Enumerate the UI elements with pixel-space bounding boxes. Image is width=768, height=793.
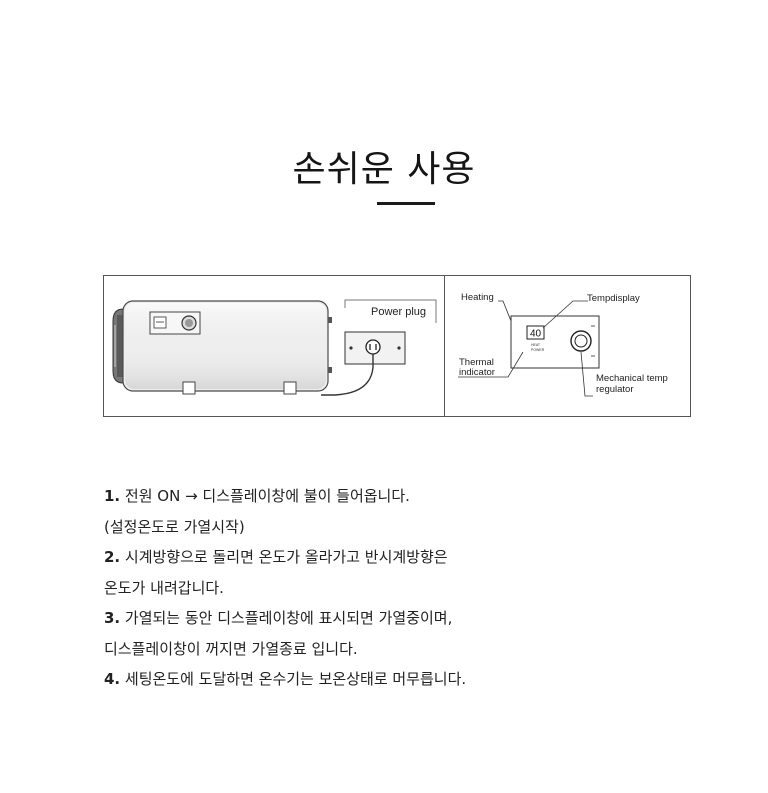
thermal-indicator-label-2: indicator xyxy=(459,367,495,378)
heating-label: Heating xyxy=(461,292,494,303)
step-text: 가열되는 동안 디스플레이창에 표시되면 가열중이며, xyxy=(120,609,453,627)
power-plug-callout: Power plug xyxy=(321,299,437,396)
heat-indicator-label: HEAT xyxy=(531,343,541,347)
step-number: 4. xyxy=(104,670,121,688)
step-number: 2. xyxy=(104,548,121,566)
step-number: 3. xyxy=(104,609,121,627)
control-panel-detail: 40 HEAT POWER xyxy=(510,315,600,369)
step-text: 시계방향으로 돌리면 온도가 올라가고 반시계방향은 xyxy=(120,548,448,566)
step-line: 2. 시계방향으로 돌리면 온도가 올라가고 반시계방향은 xyxy=(104,542,704,573)
step-line: (설정온도로 가열시작) xyxy=(104,512,704,543)
temp-display-readout: 40 xyxy=(530,329,542,340)
step-text: 전원 ON → 디스플레이창에 불이 들어옵니다. xyxy=(120,487,410,505)
power-plug-label: Power plug xyxy=(371,306,426,318)
product-diagram: Power plug 40 HEAT POWER Heating Tempdis… xyxy=(103,275,691,417)
power-indicator-label: POWER xyxy=(531,348,545,352)
title-underline xyxy=(377,202,435,205)
step-line: 3. 가열되는 동안 디스플레이창에 표시되면 가열중이며, xyxy=(104,603,704,634)
usage-steps: 1. 전원 ON → 디스플레이창에 불이 들어옵니다. (설정온도로 가열시작… xyxy=(104,481,704,695)
step-number: 1. xyxy=(104,487,121,505)
power-outlet xyxy=(344,331,406,365)
step-line: 디스플레이창이 꺼지면 가열종료 입니다. xyxy=(104,634,704,665)
step-text: 디스플레이창이 꺼지면 가열종료 입니다. xyxy=(104,639,358,658)
temp-display xyxy=(526,325,545,340)
step-line: 1. 전원 ON → 디스플레이창에 불이 들어옵니다. xyxy=(104,481,704,512)
page-title: 손쉬운 사용 xyxy=(292,149,476,190)
thermal-indicator-label-1: Thermal xyxy=(459,357,494,368)
step-text: 세팅온도에 도달하면 온수기는 보온상태로 머무릅니다. xyxy=(120,670,467,688)
step-line: 4. 세팅온도에 도달하면 온수기는 보온상태로 머무릅니다. xyxy=(104,664,704,695)
step-text: (설정온도로 가열시작) xyxy=(104,517,245,536)
temp-display-label: Tempdisplay xyxy=(587,293,640,304)
step-line: 온도가 내려갑니다. xyxy=(104,573,704,604)
mechanical-regulator-label-1: Mechanical temp xyxy=(596,373,668,384)
mechanical-regulator-label-2: regulator xyxy=(596,384,634,395)
water-heater-illustration xyxy=(112,300,332,395)
step-text: 온도가 내려갑니다. xyxy=(104,578,224,597)
plug-icon xyxy=(365,339,381,355)
